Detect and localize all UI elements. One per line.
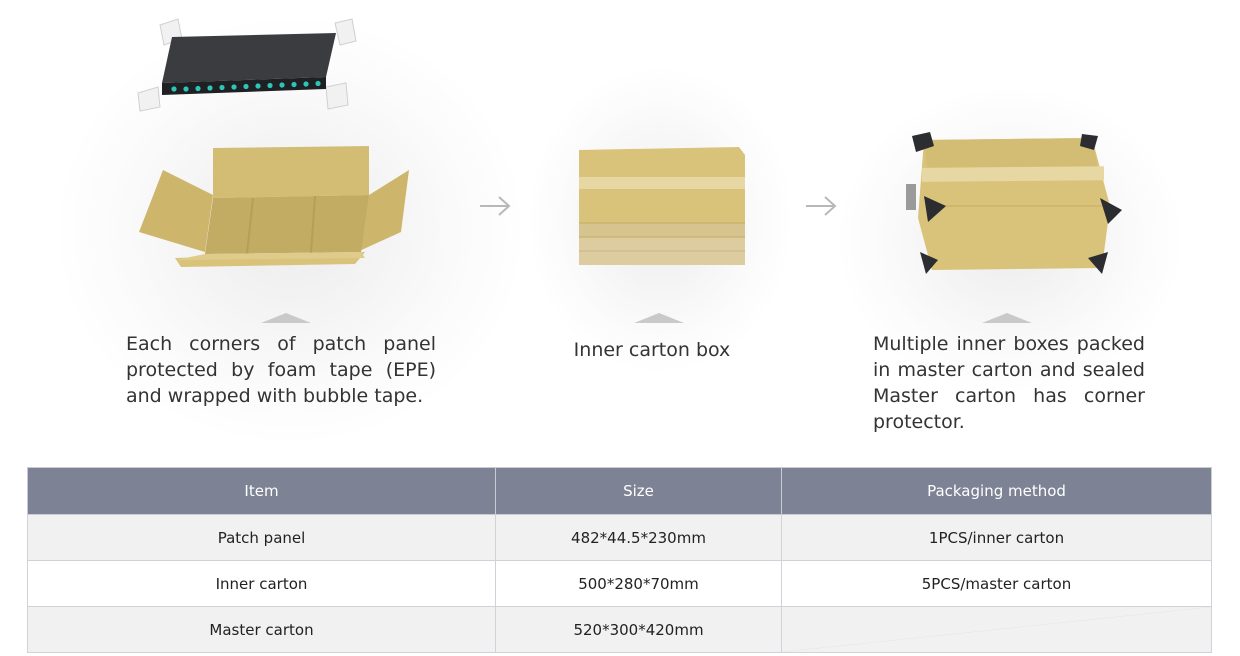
cell-item: Inner carton [27, 560, 496, 607]
column-header-size: Size [495, 467, 782, 515]
column-header-item: Item [27, 467, 496, 515]
cell-item: Patch panel [27, 514, 496, 561]
cell-packaging-method: 5PCS/master carton [781, 560, 1212, 607]
step-1-caption: Each corners of patch panel protected by… [126, 333, 436, 407]
step-3-caption: Multiple inner boxes packed in master ca… [873, 333, 1145, 433]
packaging-spec-table: Item Size Packaging method Patch panel 4… [27, 467, 1212, 653]
table-row: Master carton 520*300*420mm [27, 606, 1212, 653]
step-2-caption: Inner carton box [573, 339, 731, 361]
arrow-right-icon [480, 196, 511, 216]
cell-size: 500*280*70mm [495, 560, 782, 607]
up-triangle-marker [261, 313, 311, 323]
table-row: Inner carton 500*280*70mm 5PCS/master ca… [27, 560, 1212, 607]
table-header-row: Item Size Packaging method [27, 467, 1212, 515]
cell-packaging-method: 1PCS/inner carton [781, 514, 1212, 561]
open-carton-illustration [139, 146, 409, 267]
table-row: Patch panel 482*44.5*230mm 1PCS/inner ca… [27, 514, 1212, 561]
patch-panel-illustration [137, 18, 357, 112]
inner-carton-stack-illustration [579, 147, 745, 265]
arrow-right-icon [806, 196, 837, 216]
cell-packaging-method-empty [781, 606, 1212, 653]
column-header-packaging-method: Packaging method [781, 467, 1212, 515]
up-triangle-marker [634, 313, 684, 323]
cell-size: 520*300*420mm [495, 606, 782, 653]
master-carton-illustration [906, 132, 1122, 274]
cell-item: Master carton [27, 606, 496, 653]
up-triangle-marker [982, 313, 1032, 323]
diagonal-slash [782, 607, 1211, 652]
cell-size: 482*44.5*230mm [495, 514, 782, 561]
